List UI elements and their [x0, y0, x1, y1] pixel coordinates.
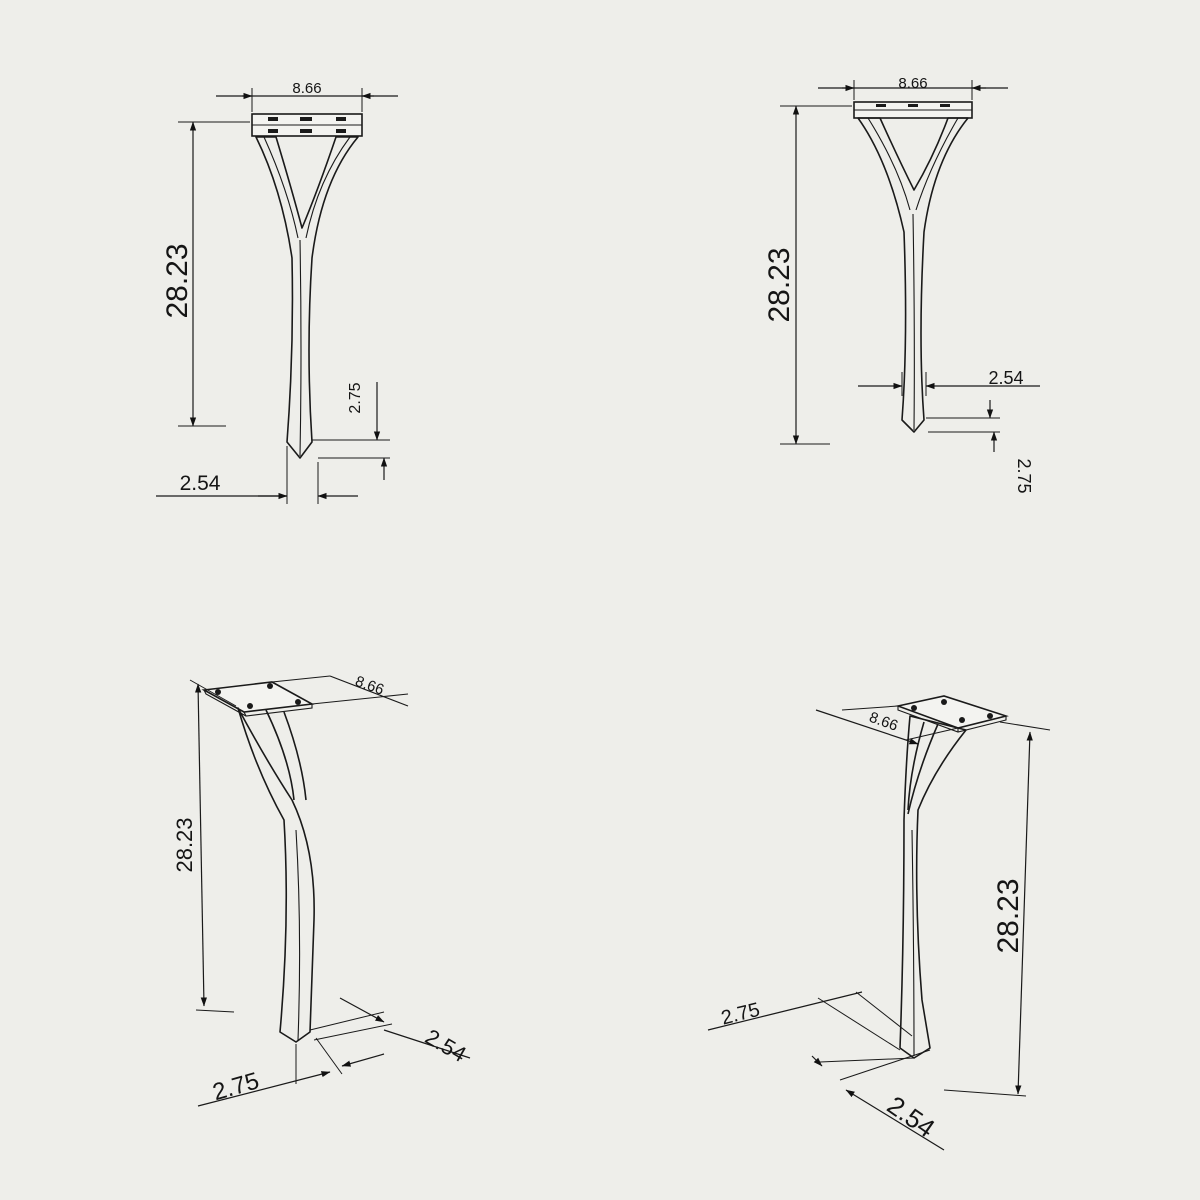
dim-label-foot-depth: 2.75 — [719, 999, 762, 1030]
table-leg-front — [251, 113, 363, 459]
dimension-foot-height-front: 2.75 — [312, 382, 390, 480]
dimension-foot-width-side: 2.54 — [858, 368, 1040, 396]
dimension-height-side: 28.23 — [763, 105, 852, 445]
dim-label-height: 28.23 — [763, 247, 796, 322]
dim-label-foot-height: 2.75 — [347, 382, 364, 413]
dim-label-foot-width: 2.54 — [988, 368, 1023, 388]
side-view: 8.66 28.23 2.54 2.75 — [763, 75, 1040, 494]
dim-label-height: 28.23 — [161, 243, 194, 318]
dimension-height-iso-right: 28.23 — [943, 721, 1051, 1097]
dim-label-top-width: 8.66 — [898, 75, 927, 92]
front-view: 8.66 28.23 2.75 2.54 — [156, 80, 398, 504]
dimension-foot-width-front: 2.54 — [156, 446, 358, 504]
dim-label-top-width: 8.66 — [867, 709, 900, 735]
dimension-top-width-front: 8.66 — [216, 80, 398, 112]
dimension-foot-depth-iso-left: 2.75 — [197, 1037, 385, 1107]
dim-label-top-width: 8.66 — [353, 673, 386, 699]
dimension-height-iso-left: 28.23 — [172, 679, 237, 1013]
iso-view-left: 8.66 28.23 2.54 2.75 — [172, 673, 471, 1107]
dim-label-foot-width: 2.54 — [421, 1024, 471, 1067]
dim-label-height: 28.23 — [992, 878, 1025, 953]
table-leg-iso-right — [895, 695, 1009, 1059]
dim-label-foot-width: 2.54 — [180, 472, 221, 495]
dimension-foot-width-iso-left: 2.54 — [309, 997, 471, 1067]
dim-label-height: 28.23 — [172, 817, 197, 872]
dimension-foot-height-side: 2.75 — [926, 400, 1034, 494]
dimension-top-width-side: 8.66 — [818, 75, 1008, 100]
dimension-foot-depth-iso-right: 2.75 — [707, 991, 913, 1051]
dim-label-foot-depth: 2.75 — [210, 1067, 262, 1106]
dim-label-top-width: 8.66 — [292, 80, 321, 97]
dimension-height-front: 28.23 — [161, 121, 250, 427]
table-leg-iso-left — [201, 681, 315, 1043]
dim-label-foot-width: 2.54 — [882, 1090, 941, 1144]
dim-label-foot-height: 2.75 — [1014, 458, 1034, 493]
iso-view-right: 8.66 28.23 2.75 2.54 — [707, 695, 1051, 1151]
dimension-foot-width-iso-right: 2.54 — [811, 1049, 945, 1151]
table-leg-side — [853, 101, 973, 433]
